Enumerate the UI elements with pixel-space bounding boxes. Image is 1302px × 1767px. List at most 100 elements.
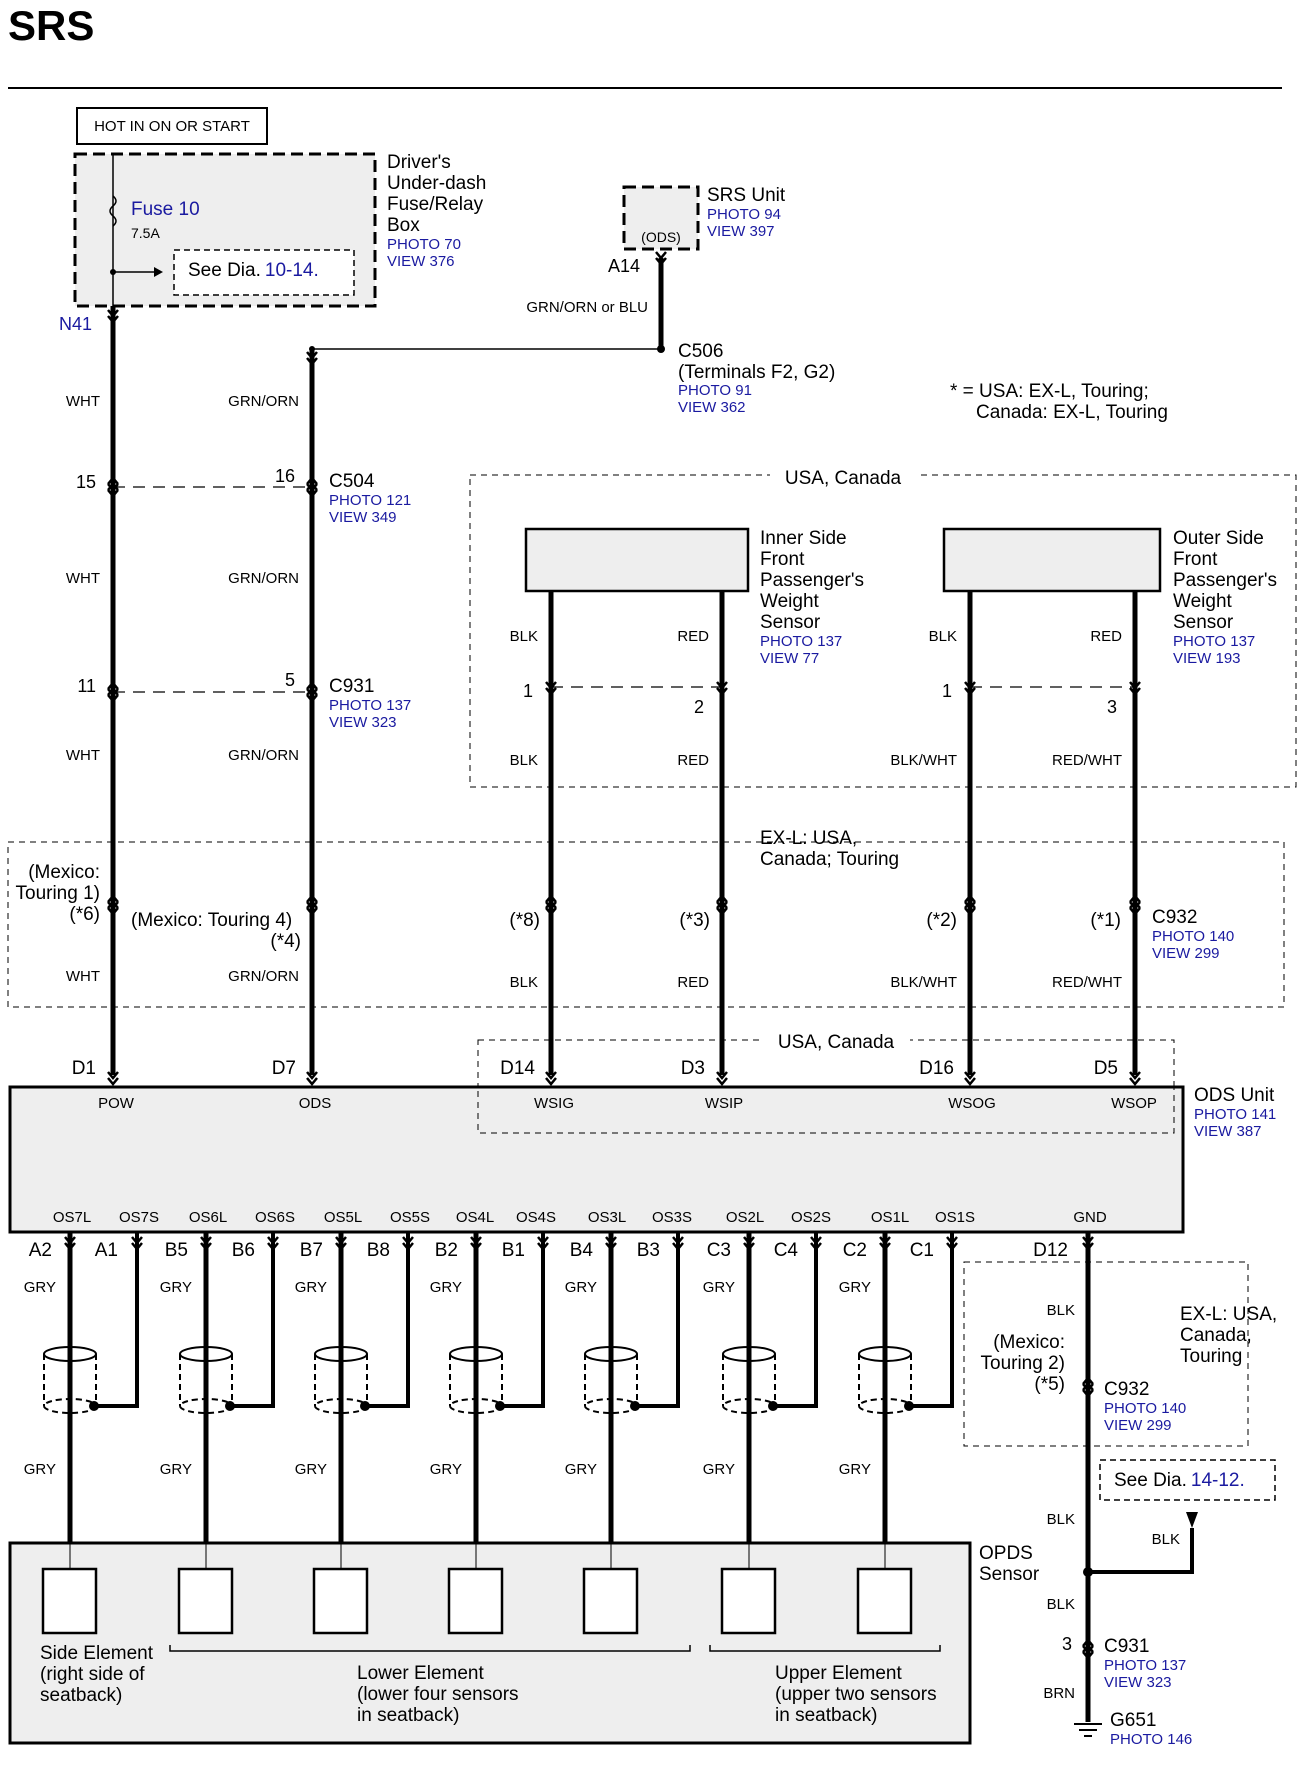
svg-text:B5: B5 [165,1240,188,1261]
c932-name: C932 [1152,907,1197,928]
svg-text:OS5S: OS5S [390,1209,430,1226]
svg-text:GRN/ORN: GRN/ORN [228,968,299,985]
svg-text:OS3S: OS3S [652,1209,692,1226]
svg-text:in seatback): in seatback) [357,1705,459,1726]
c931-name: C931 [329,676,374,697]
srs-unit-photo[interactable]: PHOTO 94 [707,206,781,223]
c504-view[interactable]: VIEW 349 [329,509,397,526]
opds-name-1: Sensor [979,1564,1040,1585]
svg-text:BLK: BLK [510,974,538,991]
inner-pin1: 1 [523,681,533,701]
svg-text:GRY: GRY [24,1461,56,1478]
box-photo[interactable]: PHOTO 70 [387,236,461,253]
c932-lower-name: C932 [1104,1379,1149,1400]
see-dia-text: See Dia.10-14. [188,260,319,281]
svg-text:OS5L: OS5L [324,1209,362,1226]
star2: (*2) [926,910,957,931]
svg-text:GRN/ORN: GRN/ORN [228,747,299,764]
inner-sensor-view[interactable]: VIEW 77 [760,650,819,667]
shield-icons [43,1346,914,1414]
svg-text:in seatback): in seatback) [775,1705,877,1726]
srs-unit-view[interactable]: VIEW 397 [707,223,775,240]
svg-text:BLK: BLK [510,752,538,769]
svg-text:B4: B4 [570,1240,594,1261]
outer-sensor-photo[interactable]: PHOTO 137 [1173,633,1255,650]
exl-label-1: Canada; Touring [760,849,899,870]
inner-sensor-box [524,527,750,593]
fuse-rating: 7.5A [131,225,160,241]
svg-text:GRN/ORN: GRN/ORN [228,393,299,410]
c931-lower-view[interactable]: VIEW 323 [1104,1674,1172,1691]
ods-top-terminals: POW ODS WSIG WSIP WSOG WSOP [98,1095,1157,1112]
svg-text:B1: B1 [502,1240,525,1261]
see-dia-box [173,249,355,296]
c931-photo[interactable]: PHOTO 137 [329,697,411,714]
opds-name-0: OPDS [979,1543,1033,1564]
svg-text:BLK/WHT: BLK/WHT [890,752,957,769]
mexico4: (Mexico: Touring 4) [131,910,292,931]
svg-text:ODS: ODS [299,1095,332,1112]
mexico2-1: Touring 2) [981,1353,1066,1374]
svg-text:WSIG: WSIG [534,1095,574,1112]
svg-text:A1: A1 [95,1240,118,1261]
c932-lower-photo[interactable]: PHOTO 140 [1104,1400,1186,1417]
gnd-splice [1083,1567,1093,1577]
upper-element-label: Upper Element (upper two sensors in seat… [775,1663,937,1726]
box-view[interactable]: VIEW 376 [387,253,455,270]
see-dia-link-2[interactable]: 14-12. [1191,1470,1245,1491]
svg-text:RED/WHT: RED/WHT [1052,974,1122,991]
svg-text:RED: RED [1090,628,1122,645]
svg-text:WHT: WHT [66,747,100,764]
svg-text:Outer Side: Outer Side [1173,528,1264,549]
svg-text:seatback): seatback) [40,1685,122,1706]
see-dia-link[interactable]: 10-14. [265,260,319,281]
fuse-icon [109,195,117,227]
ods-unit-view[interactable]: VIEW 387 [1194,1123,1262,1140]
c931-lower-photo[interactable]: PHOTO 137 [1104,1657,1186,1674]
svg-text:GRY: GRY [839,1279,871,1296]
svg-text:GRY: GRY [839,1461,871,1478]
svg-text:GRY: GRY [565,1461,597,1478]
c931-view[interactable]: VIEW 323 [329,714,397,731]
svg-text:BLK: BLK [510,628,538,645]
gnd-label-blk-branch: BLK [1152,1531,1180,1548]
c931-pin-right: 5 [285,670,295,690]
svg-text:WSOP: WSOP [1111,1095,1157,1112]
svg-text:RED: RED [677,628,709,645]
box-name-0: Driver's [387,152,451,173]
box-name-3: Box [387,215,420,236]
c504-photo[interactable]: PHOTO 121 [329,492,411,509]
c932-lower-view[interactable]: VIEW 299 [1104,1417,1172,1434]
svg-text:GRN/ORN: GRN/ORN [228,570,299,587]
gnd-label-blk-2: BLK [1047,1511,1075,1528]
exl-region [7,841,1285,1008]
mexico1-0: (Mexico: [28,862,100,883]
wire-labels-left: WHT GRN/ORN WHT GRN/ORN WHT GRN/ORN WHT … [66,393,299,985]
mexico2-2: (*5) [1034,1374,1065,1395]
upper-element-bracket [709,1645,941,1652]
ground-exl-0: EX-L: USA, [1180,1304,1277,1325]
c932-photo[interactable]: PHOTO 140 [1152,928,1234,945]
c506-photo[interactable]: PHOTO 91 [678,382,752,399]
svg-text:OS4S: OS4S [516,1209,556,1226]
svg-text:Passenger's: Passenger's [760,570,864,591]
g651-photo[interactable]: PHOTO 146 [1110,1731,1192,1748]
outer-sensor-view[interactable]: VIEW 193 [1173,650,1241,667]
gry-labels: GRY GRY GRY GRY GRY GRY GRY GRY GRY GRY … [24,1279,871,1478]
svg-text:OS6L: OS6L [189,1209,227,1226]
svg-text:Weight: Weight [1173,591,1233,612]
c506-view[interactable]: VIEW 362 [678,399,746,416]
svg-text:B3: B3 [637,1240,660,1261]
c504-pin-left: 15 [76,472,96,492]
inner-sensor-photo[interactable]: PHOTO 137 [760,633,842,650]
ground-icon [1074,1723,1102,1737]
gnd-label-blk-3: BLK [1047,1596,1075,1613]
star4: (*4) [270,931,301,952]
svg-text:WHT: WHT [66,570,100,587]
ods-unit-photo[interactable]: PHOTO 141 [1194,1106,1276,1123]
c932-view[interactable]: VIEW 299 [1152,945,1220,962]
see-dia-text-2: See Dia.14-12. [1114,1470,1245,1491]
outer-sensor-box [942,527,1162,593]
hot-label-box [76,107,268,145]
opds-element-leads [69,1543,886,1569]
